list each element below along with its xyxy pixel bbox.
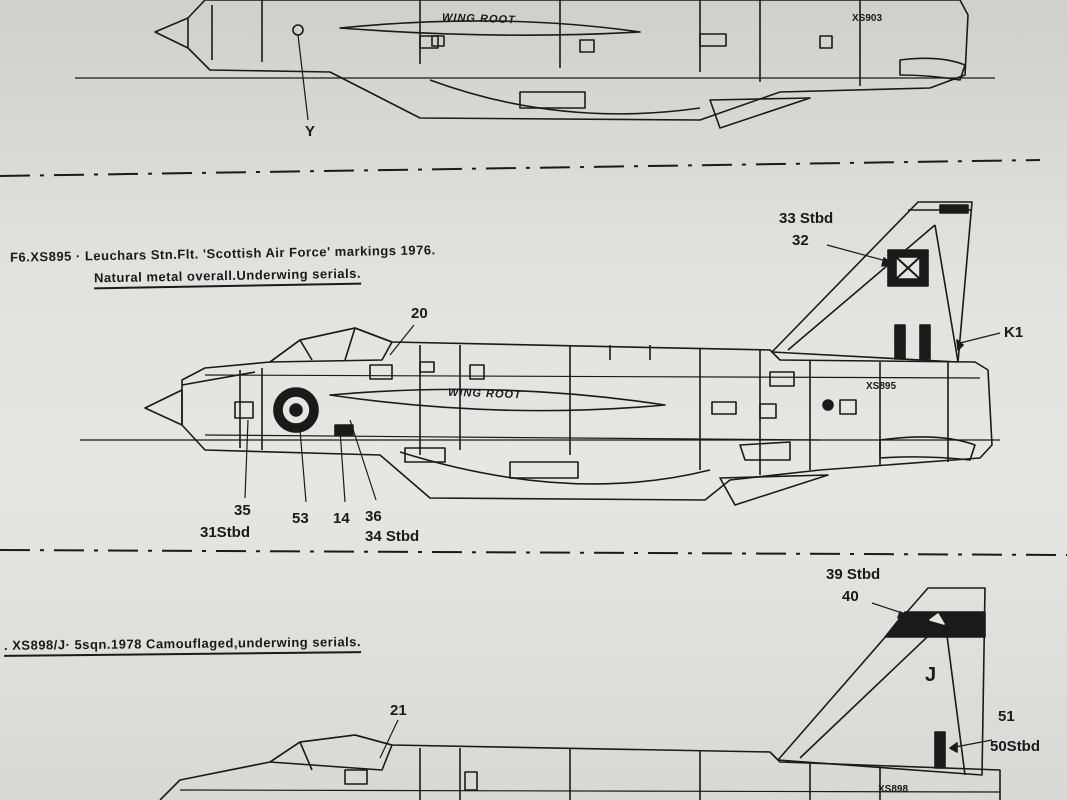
separator-top xyxy=(0,159,1041,177)
middle-wing-root-label: WING ROOT xyxy=(447,386,522,402)
bottom-caption: . XS898/J· 5sqn.1978 Camouflaged,underwi… xyxy=(3,634,362,657)
callout-53: 53 xyxy=(292,510,309,527)
callout-50-stbd: 50Stbd xyxy=(990,738,1041,755)
top-wing-root-label: WING ROOT xyxy=(441,11,516,27)
callout-32: 32 xyxy=(792,232,809,249)
separator-bottom xyxy=(0,549,1067,556)
bottom-serial-label: XS898 xyxy=(878,784,909,795)
bottom-aircraft-profile xyxy=(159,587,1001,800)
callout-35: 35 xyxy=(234,502,251,519)
callout-39-stbd: 39 Stbd xyxy=(826,566,881,583)
callout-34-stbd: 34 Stbd xyxy=(365,528,420,545)
callout-51: 51 xyxy=(998,708,1015,725)
callout-20: 20 xyxy=(411,305,428,322)
top-callout-y: Y xyxy=(305,123,316,140)
callout-33-stbd: 33 Stbd xyxy=(779,210,834,227)
callout-40: 40 xyxy=(842,588,859,605)
top-serial-label: XS903 xyxy=(852,13,883,24)
bottom-code-letter: J xyxy=(925,664,937,686)
callout-31-stbd: 31Stbd xyxy=(200,524,251,541)
callout-21: 21 xyxy=(390,702,407,719)
callout-36: 36 xyxy=(365,508,382,525)
middle-serial-label: XS895 xyxy=(866,381,897,392)
callout-k1: K1 xyxy=(1004,324,1024,341)
middle-aircraft-profile xyxy=(80,201,1001,506)
top-aircraft-profile xyxy=(75,0,995,129)
callout-14: 14 xyxy=(333,510,350,527)
